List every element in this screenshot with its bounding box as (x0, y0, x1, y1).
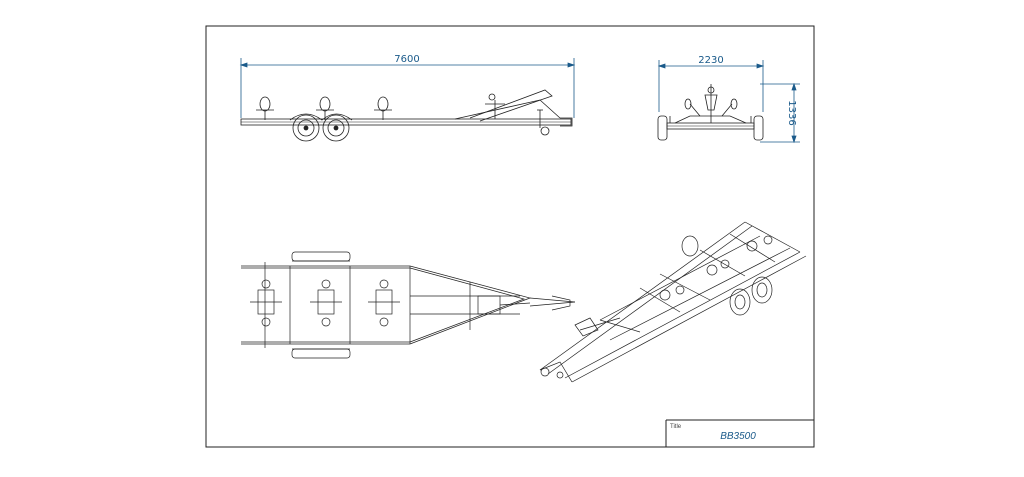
dimension-width-label: 2230 (698, 55, 723, 66)
wheel (291, 251, 351, 262)
wheel (753, 115, 764, 141)
wheel (291, 348, 351, 359)
dimension-length (239, 58, 576, 118)
wheel (751, 276, 773, 304)
dimension-height-label: 1336 (786, 100, 797, 125)
roller-post (256, 96, 274, 120)
front-view: 2230 1336 (657, 55, 800, 144)
roller-cluster (659, 235, 773, 301)
drawing-title: BB3500 (720, 431, 756, 442)
wheel (681, 235, 699, 257)
roller-cluster (368, 279, 400, 327)
title-block-label: Title (670, 424, 682, 430)
roller-cluster (250, 279, 282, 327)
side-view: 7600 (239, 54, 576, 142)
sheet-border (205, 25, 815, 448)
roller-post (316, 96, 334, 120)
isometric-view (539, 221, 807, 383)
title-block: Title BB3500 (665, 419, 814, 447)
dimension-length-label: 7600 (394, 54, 419, 65)
wheel (292, 114, 320, 142)
wheel (322, 114, 350, 142)
wheel (657, 115, 668, 141)
bow-winch (485, 93, 505, 119)
roller-cluster (310, 279, 342, 327)
dimension-height (760, 82, 800, 144)
wheel (729, 288, 751, 316)
dimension-width (657, 60, 765, 112)
roller-post (374, 96, 392, 120)
jockey-wheel (537, 109, 550, 136)
top-view (241, 251, 576, 359)
